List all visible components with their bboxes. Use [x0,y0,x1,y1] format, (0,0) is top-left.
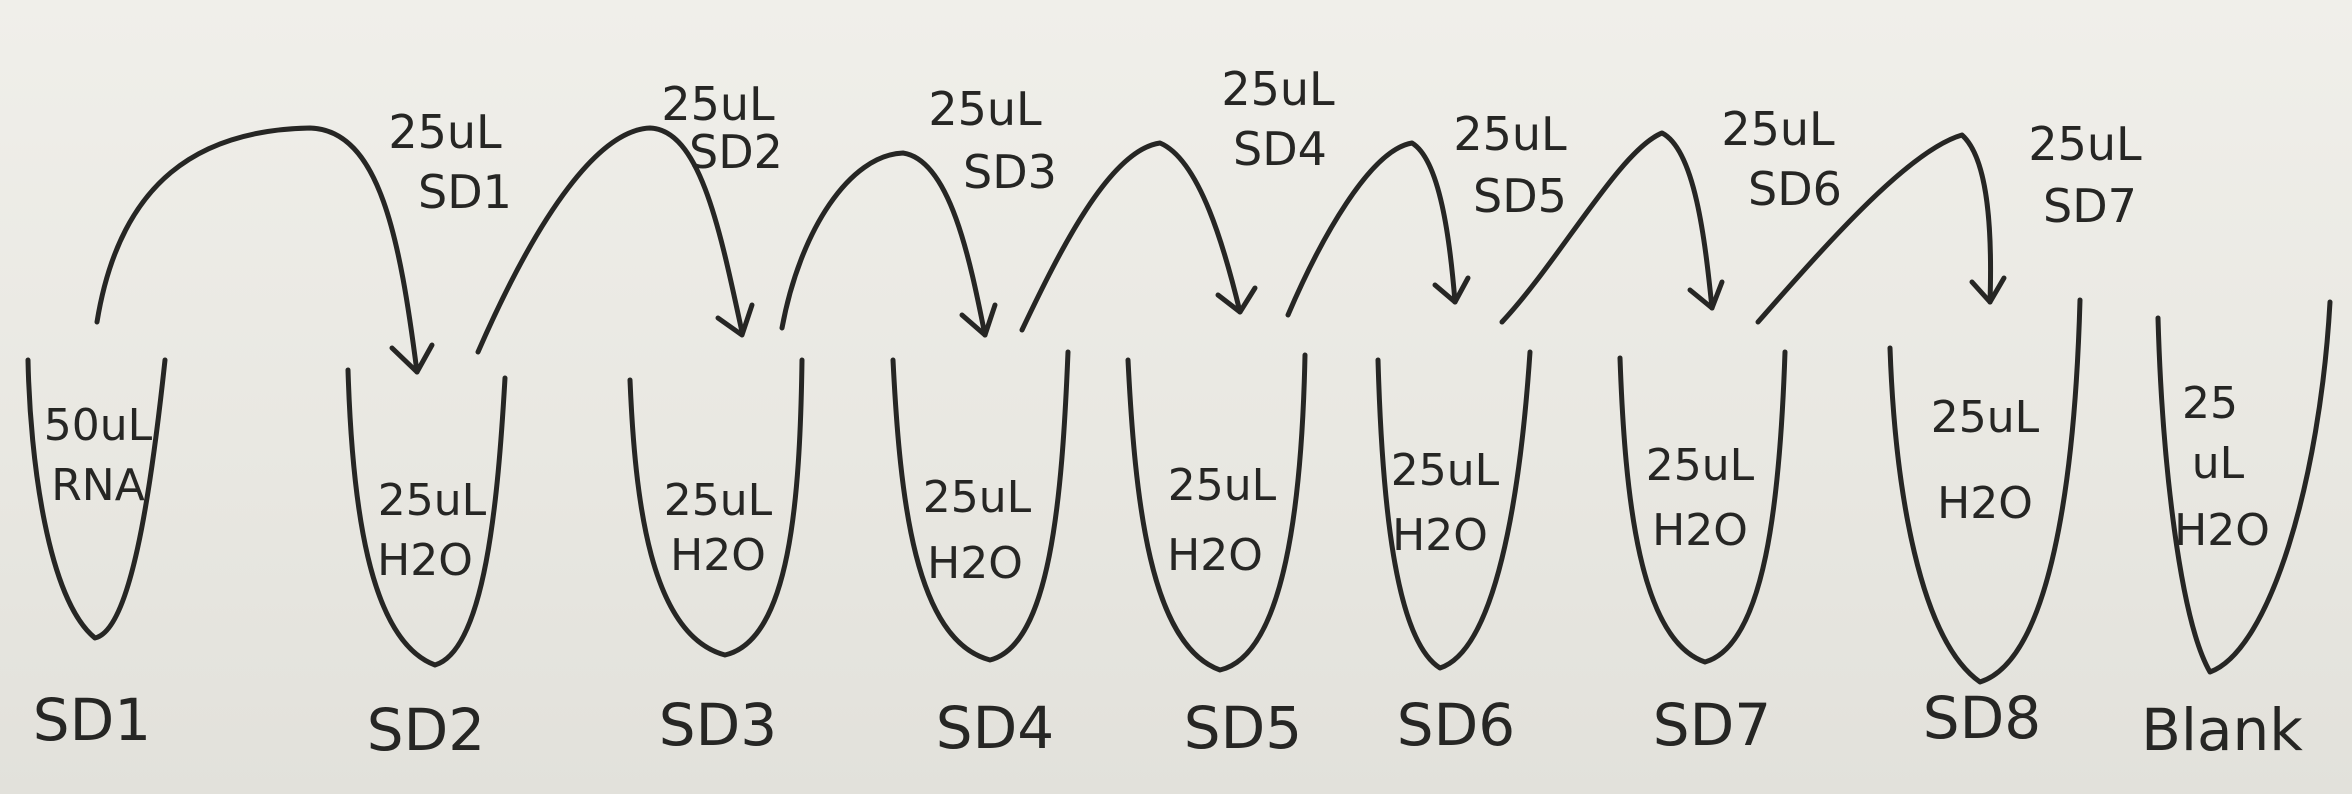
tube-contents-substance: RNA [51,460,145,511]
transfer-volume: 25uL [1453,107,1567,161]
tube-contents-substance: H2O [927,538,1023,589]
tube-outline [1375,349,1533,671]
tube-sd5: 25uL H2O SD5 [1125,352,1308,762]
tube-contents-substance: H2O [1937,478,2033,529]
arrowhead-icon [389,342,435,375]
tube-label: SD6 [1397,691,1515,759]
arrowhead-icon [1432,275,1471,305]
transfer-arrow [1285,140,1458,318]
transfer-sd4-to-sd5: 25uL SD4 [1019,62,1335,333]
tube-contents-volume: 25uL [664,475,773,526]
arrowhead-icon [715,302,755,338]
transfer-volume: 25uL [928,82,1042,136]
transfer-source: SD3 [963,145,1057,199]
arrowhead-icon [959,302,998,338]
transfer-arrow [1755,132,1994,325]
transfer-sd6-to-sd7: 25uL SD6 [1499,102,1842,325]
tube-outline [1617,349,1788,665]
tube-sd6: 25uL H2O SD6 [1375,349,1533,759]
tube-contents-volume: 25uL [923,472,1032,523]
tube-label: SD5 [1184,694,1302,762]
transfer-source: SD6 [1748,162,1842,216]
transfer-arrow [779,150,988,338]
tube-label: SD8 [1923,684,2041,752]
tube-contents-volume: 25 [2182,378,2238,429]
tube-sd7: 25uL H2O SD7 [1617,349,1788,759]
tube-label: SD7 [1653,691,1771,759]
transfer-arrow [94,125,420,375]
tube-contents-substance: H2O [2174,505,2270,556]
tube-blank: 25 uL H2O Blank [2141,299,2333,764]
tube-contents-substance: H2O [1652,505,1748,556]
tube-outline [890,349,1071,663]
tube-label: SD2 [367,696,485,764]
tube-outline [25,357,168,641]
tube-contents-substance: H2O [377,535,473,586]
transfer-volume: 25uL [1221,62,1335,116]
arrowhead-icon [1215,285,1258,315]
tube-contents-volume: 25uL [1391,445,1500,496]
transfer-arrow [1499,130,1715,325]
transfer-arrow [1019,140,1243,333]
transfer-sd2-to-sd3: 25uL SD2 [475,77,783,355]
arrowhead-icon [1969,275,2007,305]
tube-sd1: 50uL RNA SD1 [25,357,168,754]
tube-outline [627,357,805,658]
tube-sd8: 25uL H2O SD8 [1887,297,2083,752]
tube-sd4: 25uL H2O SD4 [890,349,1071,762]
tube-label: SD1 [33,686,151,754]
tube-contents-volume: 25uL [1931,392,2040,443]
tube-label: SD3 [659,691,777,759]
tube-contents-volume: 25uL [1646,440,1755,491]
tube-contents-substance: H2O [670,530,766,581]
tube-outline [1125,352,1308,673]
transfer-volume: 25uL [1721,102,1835,156]
tube-label: SD4 [936,694,1054,762]
transfer-source: SD2 [689,125,783,179]
tube-contents-substance: H2O [1392,510,1488,561]
transfer-sd7-to-sd8: 25uL SD7 [1755,117,2142,325]
transfer-sd3-to-sd4: 25uL SD3 [779,82,1057,338]
tube-outline [345,367,508,668]
transfer-sd1-to-sd2: 25uL SD1 [94,105,512,375]
tube-contents-unit: uL [2192,438,2245,489]
tube-label: Blank [2141,696,2303,764]
transfer-source: SD4 [1233,122,1327,176]
transfer-volume: 25uL [2028,117,2142,171]
transfer-source: SD7 [2043,179,2137,233]
tube-contents-volume: 50uL [44,400,153,451]
tube-outline [1887,297,2083,685]
tube-sd3: 25uL H2O SD3 [627,357,805,759]
transfer-source: SD5 [1473,169,1567,223]
arrowhead-icon [1687,279,1725,311]
transfer-arrow [475,125,745,355]
tube-contents-substance: H2O [1167,530,1263,581]
tube-sd2: 25uL H2O SD2 [345,367,508,764]
tube-contents-volume: 25uL [378,475,487,526]
transfer-volume: 25uL [388,105,502,159]
transfer-source: SD1 [418,165,512,219]
transfer-sd5-to-sd6: 25uL SD5 [1285,107,1567,318]
tube-outline [2155,299,2333,675]
transfer-volume: 25uL [661,77,775,131]
tube-contents-volume: 25uL [1168,460,1277,511]
